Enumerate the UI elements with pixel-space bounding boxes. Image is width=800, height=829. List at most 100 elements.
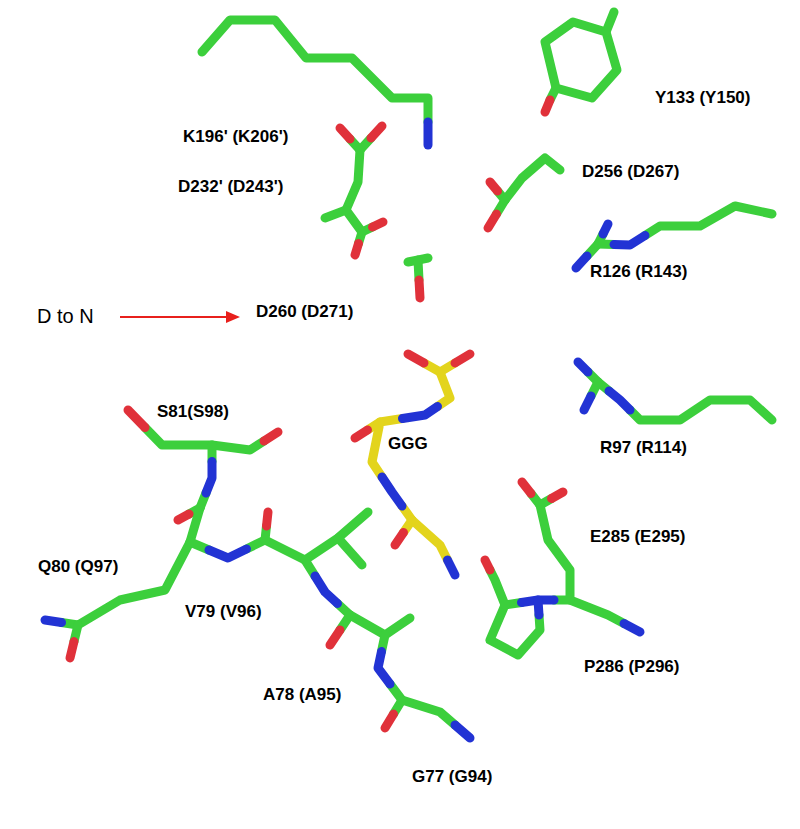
residue-label: S81(S98) xyxy=(157,401,229,423)
residue-label: Q80 (Q97) xyxy=(38,556,118,578)
tyrosine-stick xyxy=(545,12,617,100)
residue-label: D232' (D243') xyxy=(178,176,283,198)
glutamate-proline-stick xyxy=(490,494,624,656)
backbone-stick xyxy=(62,428,456,726)
oxygen-stick xyxy=(70,410,394,728)
residue-label: E285 (E295) xyxy=(590,526,685,548)
nitrogen-stick xyxy=(45,462,470,739)
backbone-stick xyxy=(338,538,362,565)
aspartate-stick xyxy=(505,158,560,200)
ligand-stick xyxy=(412,520,448,560)
oxygen-stick xyxy=(128,410,145,428)
glutamate-proline-stick xyxy=(490,603,540,656)
nitrogen-stick xyxy=(624,624,640,633)
oxygen-stick xyxy=(419,280,420,298)
oxygen-stick xyxy=(70,642,74,659)
oxygen-stick xyxy=(545,100,550,112)
tyrosine-stick xyxy=(606,12,614,32)
residue-label: D256 (D267) xyxy=(582,161,679,183)
pointer-arrow xyxy=(120,311,240,323)
ligand-label: GGG xyxy=(388,433,428,455)
nitrogen-stick xyxy=(584,396,591,410)
oxygen-stick xyxy=(485,560,490,570)
residue-label: Y133 (Y150) xyxy=(655,87,750,109)
nitrogen-stick xyxy=(209,549,247,558)
glutamate-proline-stick xyxy=(490,570,505,605)
residue-label: A78 (A95) xyxy=(263,684,341,706)
aspartate-stick xyxy=(325,210,346,218)
oxygen-stick xyxy=(488,214,497,228)
oxygen-stick xyxy=(355,354,470,545)
residue-label: D260 (D271) xyxy=(256,301,353,323)
residue-label: K196' (K206') xyxy=(183,126,288,148)
glutamate-proline-stick xyxy=(540,505,624,624)
ligand-stick xyxy=(368,363,456,560)
aspartate-stick xyxy=(346,150,362,232)
residue-label: R97 (R114) xyxy=(600,437,687,459)
backbone-stick xyxy=(78,542,190,625)
aspartate-stick xyxy=(497,158,561,214)
annotation-label: D to N xyxy=(37,305,94,327)
oxygen-stick xyxy=(267,512,269,526)
oxygen-stick xyxy=(330,630,340,645)
oxygen-stick xyxy=(490,182,498,191)
pointer-arrow xyxy=(226,311,240,323)
nitrogen-stick xyxy=(603,224,608,234)
residue-label: P286 (P296) xyxy=(584,656,679,678)
nitrogen-stick xyxy=(538,600,539,615)
lysine-stick xyxy=(202,20,428,122)
nitrogen-stick xyxy=(576,224,645,268)
backbone-stick xyxy=(145,428,264,451)
backbone-stick xyxy=(247,540,306,560)
nitrogen-stick xyxy=(45,620,62,623)
arginine-stick xyxy=(588,372,772,420)
oxygen-stick xyxy=(488,182,498,228)
oxygen-stick xyxy=(485,482,563,570)
nitrogen-stick xyxy=(382,407,455,576)
ligand-stick xyxy=(438,372,451,407)
oxygen-stick xyxy=(552,492,564,499)
aspartate-stick xyxy=(325,138,373,244)
nitrogen-stick xyxy=(576,256,587,268)
residue-label: G77 (G94) xyxy=(412,766,492,788)
oxygen-stick xyxy=(355,244,359,256)
oxygen-stick xyxy=(385,714,394,728)
nitrogen-stick xyxy=(403,407,438,419)
arginine-stick xyxy=(645,206,772,236)
oxygen-stick xyxy=(408,354,424,363)
nitrogen-stick xyxy=(578,362,588,372)
arginine-stick xyxy=(587,206,772,256)
oxygen-stick xyxy=(340,128,350,139)
lysine-stick xyxy=(202,20,428,122)
oxygen-stick xyxy=(419,280,420,298)
oxygen-stick xyxy=(395,533,404,546)
nitrogen-stick xyxy=(315,576,338,604)
backbone-stick xyxy=(402,700,455,725)
oxygen-stick xyxy=(455,354,470,363)
nitrogen-stick xyxy=(378,652,390,685)
oxygen-stick xyxy=(522,482,531,494)
nitrogen-stick xyxy=(609,391,630,410)
residue-label: R126 (R143) xyxy=(590,261,687,283)
nitrogen-stick xyxy=(455,725,470,738)
nitrogen-stick xyxy=(428,122,429,145)
arginine-stick xyxy=(630,400,772,420)
oxygen-stick xyxy=(264,432,278,441)
nitrogen-stick xyxy=(614,236,645,246)
oxygen-stick xyxy=(373,222,384,227)
pointer-arrow xyxy=(120,316,228,318)
nitrogen-stick xyxy=(382,477,402,506)
oxygen-stick xyxy=(545,100,550,112)
oxygen-stick xyxy=(340,126,383,255)
nitrogen-stick xyxy=(206,462,212,494)
oxygen-stick xyxy=(371,126,382,138)
nitrogen-stick xyxy=(522,600,641,632)
oxygen-stick xyxy=(355,430,368,438)
nitrogen-stick xyxy=(448,560,456,575)
residue-label: V79 (V96) xyxy=(185,601,262,623)
oxygen-stick xyxy=(178,514,189,520)
nitrogen-stick xyxy=(578,362,630,410)
nitrogen-stick xyxy=(424,122,433,145)
